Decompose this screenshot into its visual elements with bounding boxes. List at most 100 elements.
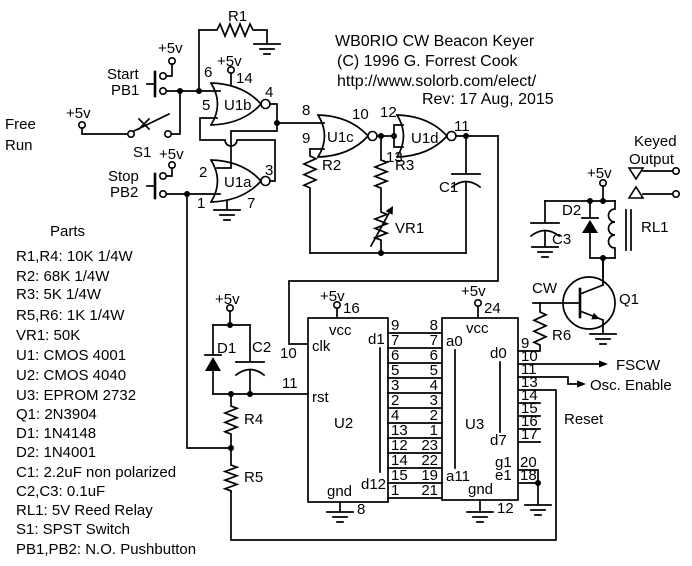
parts-item: D1: 1N4148 (16, 425, 96, 442)
bus-pin-left: 3 (391, 377, 399, 394)
d2-label: D2 (562, 202, 581, 219)
u1b-pin14: 14 (236, 70, 253, 87)
r5-label: R5 (244, 469, 263, 486)
bus-pin-left: 15 (391, 467, 408, 484)
r2-body (301, 148, 319, 254)
junction-dot (600, 198, 606, 204)
run-label: Run (5, 137, 33, 154)
parts-item: R5,R6: 1K 1/4W (16, 307, 125, 324)
parts-item: S1: SPST Switch (16, 521, 130, 538)
s1-blade (132, 112, 171, 133)
r1-body (198, 21, 268, 45)
u1-gnd-symbol (213, 200, 241, 221)
s1-wires (81, 90, 181, 135)
u1c-pin8: 8 (302, 102, 310, 119)
d2-leads (581, 200, 599, 259)
c1-label: C1 (439, 179, 458, 196)
u1-vcc-label: +5v (217, 53, 242, 70)
u3-right-pin: 9 (521, 335, 529, 352)
vr1-label: VR1 (395, 220, 424, 237)
parts-item: C2,C3: 0.1uF (16, 483, 105, 500)
u1b-bubble (260, 98, 271, 110)
u1c-nor-gate: 8 9 10 U1c (302, 102, 395, 159)
pb1-supply-label: +5v (158, 40, 183, 57)
keyed-label-1: Keyed (634, 133, 677, 150)
bus-pin-left: 2 (391, 392, 399, 409)
junction-dot (227, 322, 233, 328)
c2-capacitor (234, 324, 266, 395)
bus-pin-left: 5 (391, 362, 399, 379)
stop-to-reset-wire (186, 193, 232, 449)
r6-body (517, 302, 549, 352)
keyed-label-2: Output (629, 151, 675, 168)
pb2-wires (165, 167, 221, 195)
keyed-contact-lower (627, 185, 645, 199)
osc-enable-wire (517, 376, 579, 385)
bus-pin-right: 23 (421, 437, 438, 454)
c2-label: C2 (252, 339, 271, 356)
fscw-label: FSCW (616, 357, 661, 374)
bus-pin-right: 1 (430, 422, 438, 439)
title-block: WB0RIO CW Beacon Keyer (C) 1996 G. Forre… (335, 33, 554, 108)
u2-chip: +5v 16 vcc clk 10 rst 11 d1 d12 U2 gnd 8 (280, 288, 389, 523)
u1a-out-to-u1b-in (199, 117, 276, 182)
junction-dot (378, 250, 384, 256)
u3-enable-gnd (517, 469, 552, 516)
u3-a0-text: a0 (446, 333, 463, 350)
bus-pin-left: 13 (391, 422, 408, 439)
bus-wires (387, 332, 443, 499)
bus-pin-left: 9 (391, 317, 399, 334)
start-label: Start (107, 66, 140, 83)
keyed-contact-upper (627, 167, 645, 181)
u3-unused-stubs (517, 402, 541, 443)
c1-capacitor (450, 135, 482, 254)
rl1-reed-contacts (625, 209, 632, 251)
u3-gnd-text: gnd (468, 481, 493, 498)
parts-item: VR1: 50K (16, 327, 80, 344)
r6-label: R6 (552, 327, 571, 344)
s1-supply-label: +5v (66, 105, 91, 122)
parts-item: Q1: 2N3904 (16, 406, 97, 423)
d1-label: D1 (217, 340, 236, 357)
u3-right-pin: 14 (521, 387, 538, 404)
u1a-body (209, 158, 263, 204)
u1a-pin1: 1 (197, 195, 205, 212)
fscw-arrow (599, 360, 608, 368)
u2-gnd-symbol (326, 501, 354, 523)
schematic-title: WB0RIO CW Beacon Keyer (335, 33, 535, 50)
u1b-pin4: 4 (265, 84, 273, 101)
u1c-pin10: 10 (352, 106, 369, 123)
reset-supply-label: +5v (215, 291, 240, 308)
u3-d0-text: d0 (490, 345, 507, 362)
u2-supply-label: +5v (320, 288, 345, 305)
u2-name: U2 (334, 415, 353, 432)
rl1-coil (607, 200, 616, 259)
u1d-name: U1d (411, 130, 439, 147)
u1b-pin5: 5 (202, 97, 210, 114)
u2-vcc-text: vcc (329, 322, 352, 339)
bus-pin-right: 21 (421, 482, 438, 499)
bus-pin-left: 6 (391, 347, 399, 364)
u3-vcc-text: vcc (466, 320, 489, 337)
q1-emitter-arrow (591, 312, 600, 320)
u1b-body (209, 81, 263, 127)
parts-item: PB1,PB2: N.O. Pushbutton (16, 541, 196, 558)
osc-enable-arrow (577, 380, 586, 388)
junction-dot (535, 480, 541, 486)
bus-pin-right: 5 (430, 362, 438, 379)
parts-item: R1,R4: 10K 1/4W (16, 248, 134, 265)
junction-dot (247, 391, 253, 397)
u3-gnd-symbol (466, 499, 494, 523)
d2-diode (582, 220, 598, 233)
u1c-name: U1c (327, 129, 354, 146)
u3-g1-text: g1 (495, 454, 512, 471)
u2-pin16: 16 (343, 300, 360, 317)
bus-pin-right: 7 (430, 332, 438, 349)
pb2-supply-label: +5v (159, 146, 184, 163)
bus-pin-right: 19 (421, 467, 438, 484)
u3-a11-text: a11 (446, 468, 470, 485)
stop-label: Stop (108, 168, 139, 185)
u1b-name: U1b (224, 97, 252, 114)
vr1-arrow-shaft (369, 211, 391, 248)
u3-supply-label: +5v (461, 283, 486, 300)
